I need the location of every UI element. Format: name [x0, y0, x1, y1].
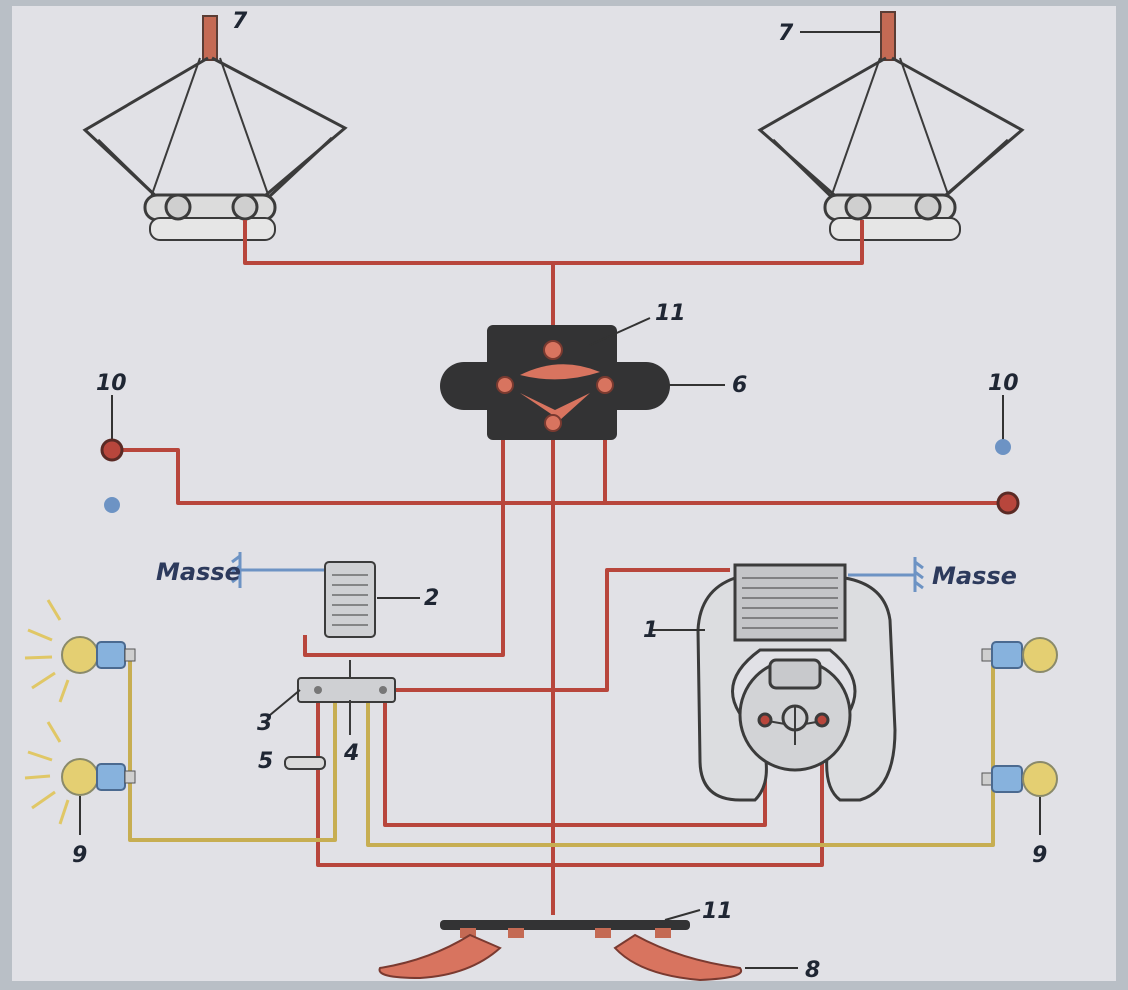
relay [324, 561, 376, 638]
label-terminal-4: 4 [343, 741, 359, 766]
label-headlight-right: 7 [778, 21, 794, 46]
lamp-left-top [24, 599, 136, 703]
pedal [378, 933, 743, 982]
lamp-right-top [981, 637, 1058, 673]
ground-right [848, 557, 924, 592]
lamp-right-bottom [981, 761, 1058, 835]
lamp-left-bottom [24, 721, 136, 835]
indicator-right [995, 395, 1020, 515]
label-switch-module-top: 11 [655, 301, 686, 326]
label-indicator-right: 10 [988, 371, 1019, 396]
label-masse-right: Masse [932, 562, 1017, 590]
label-terminal-block: 3 [257, 711, 272, 736]
switch-module [440, 325, 670, 440]
label-relay: 2 [424, 586, 439, 611]
generator [696, 563, 897, 802]
yellow-wires [128, 655, 995, 847]
label-indicator-left: 10 [96, 371, 127, 396]
terminal-block [284, 660, 396, 770]
label-generator: 1 [643, 618, 658, 643]
label-terminal-5: 5 [258, 749, 273, 774]
label-switch-module: 6 [732, 373, 747, 398]
label-headlight-left: 7 [232, 9, 248, 34]
ground-left [231, 552, 325, 588]
label-lamp-left: 9 [72, 843, 87, 868]
label-bottom-switch: 11 [702, 899, 733, 924]
indicator-left [100, 395, 124, 513]
label-lamp-right: 9 [1032, 843, 1047, 868]
paper-background [12, 6, 1116, 981]
bottom-switch [440, 920, 690, 938]
label-masse-left: Masse [156, 558, 241, 586]
label-pedal: 8 [805, 958, 820, 983]
